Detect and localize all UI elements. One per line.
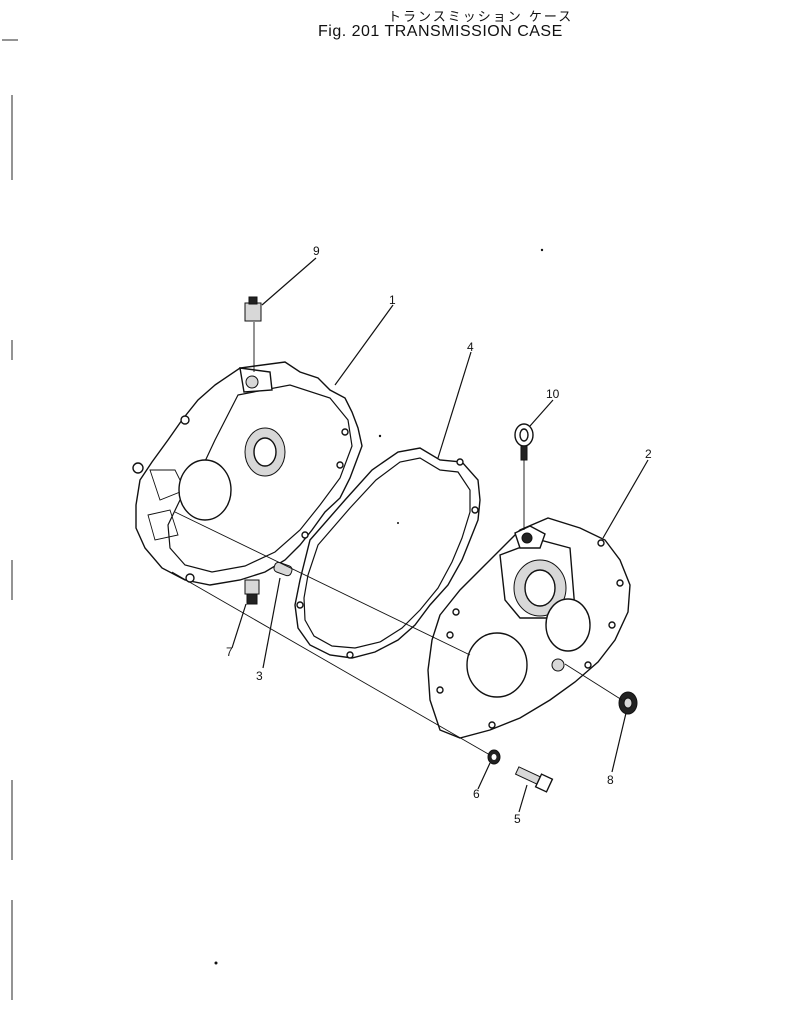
callout-5: 5 xyxy=(514,812,521,826)
callout-9: 9 xyxy=(313,244,320,258)
callout-7: 7 xyxy=(226,645,233,659)
callout-8: 8 xyxy=(607,773,614,787)
drain-plug-icon xyxy=(244,579,260,605)
gasket-icon xyxy=(294,447,481,659)
leader-lines xyxy=(231,257,649,813)
callout-4: 4 xyxy=(467,340,474,354)
breather-plug-icon xyxy=(244,296,262,322)
callout-10: 10 xyxy=(546,387,560,401)
scan-edge-marks xyxy=(2,39,18,1000)
plug-icon xyxy=(618,691,638,715)
washer-icon xyxy=(487,749,501,765)
figure-title-japanese: トランスミッション ケース xyxy=(388,10,574,25)
callout-3: 3 xyxy=(256,669,263,683)
transmission-case-rear-icon xyxy=(427,517,631,739)
alignment-lines xyxy=(171,322,623,756)
callout-1: 1 xyxy=(389,293,396,307)
bolt-icon xyxy=(514,766,554,793)
dowel-pin-icon xyxy=(273,561,293,577)
callout-6: 6 xyxy=(473,787,480,801)
figure-title: Fig. 201 TRANSMISSION CASE xyxy=(318,23,563,40)
eye-bolt-icon xyxy=(514,423,534,461)
transmission-case-front-icon xyxy=(132,361,363,586)
callout-2: 2 xyxy=(645,447,652,461)
